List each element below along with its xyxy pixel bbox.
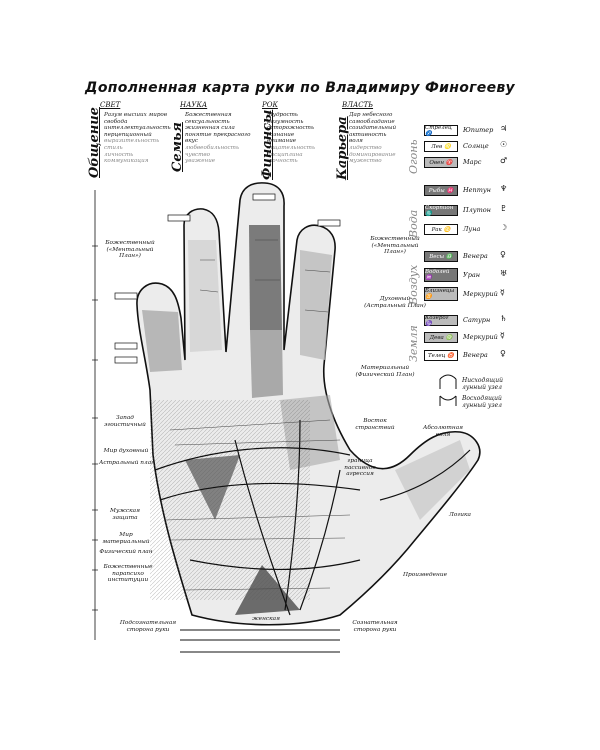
element-label-vozdukh: Воздух xyxy=(407,264,420,305)
legend-box-bliznetsy: Близнецы ♊ xyxy=(424,287,458,301)
legend-box-telets: Телец ♉ xyxy=(424,350,458,361)
legend-planet-luna: Луна xyxy=(463,225,481,233)
legend-planet-mars: Марс xyxy=(463,158,482,166)
legend-planet-merkury-2: Меркурий xyxy=(463,333,498,341)
legend-box-strelets: Стрелец ♐ xyxy=(424,125,458,137)
element-label-voda: Вода xyxy=(407,209,420,238)
legend-box-rak: Рак ♋ xyxy=(424,224,458,235)
legend-planet-uran: Уран xyxy=(463,271,481,279)
label-bozhestvenny: Божественный(«Ментальный План») xyxy=(105,240,155,260)
legend-box-ryby: Рыбы ♓ xyxy=(424,185,458,196)
uranus-symbol-icon: ♅ xyxy=(500,269,508,278)
neptune-symbol-icon: ♆ xyxy=(500,184,508,193)
label-dukhovny-astralny: Духовный(Астральный План) xyxy=(364,296,426,309)
mars-symbol-icon: ♂ xyxy=(500,156,508,165)
descending-node-mark xyxy=(439,374,457,389)
label-astralny-plan: Астральный план xyxy=(99,460,155,466)
jupiter-symbol-icon: ♃ xyxy=(500,124,508,133)
element-label-zemlya: Земля xyxy=(407,325,420,362)
middle-finger-mid-zone xyxy=(250,330,283,398)
middle-finger-dark-zone xyxy=(249,225,282,330)
page-title: Дополненная карта руки по Владимиру Фино… xyxy=(85,80,515,96)
label-logika: Логика xyxy=(449,512,471,518)
little-finger-zone xyxy=(142,310,182,372)
thumb-zone xyxy=(395,440,470,520)
palm-minor-lines xyxy=(164,239,351,591)
label-bozhestvenny-right: Божественный(«Ментальный План») xyxy=(370,236,420,256)
element-label-ogon: Огонь xyxy=(407,139,420,174)
label-mir-dukhovny: Мир духовный xyxy=(103,448,149,454)
legend-box-vodoley: Водолей ♒ xyxy=(424,268,458,282)
label-proizvedenie: Произведение xyxy=(402,572,448,578)
index-finger-zone xyxy=(188,240,222,352)
header-rok: РОК xyxy=(262,101,278,109)
mercury-symbol-icon: ☿ xyxy=(500,288,505,297)
legend-box-kozerog: Козерог ♑ xyxy=(424,315,458,327)
legend-planet-merkury-1: Меркурий xyxy=(463,290,498,298)
moon-symbol-icon: ☽ xyxy=(500,223,508,232)
finger-tag-boxes xyxy=(114,193,341,364)
legend-planet-venera-2: Венера xyxy=(463,351,488,359)
wrist-bands xyxy=(180,629,340,653)
legend-planet-solntse: Солнце xyxy=(463,142,489,150)
legend-box-vesy: Весы ♎ xyxy=(424,251,458,262)
legend-box-oven: Овен ♈ xyxy=(424,157,458,168)
header-nauka: НАУКА xyxy=(180,101,208,109)
palm-lines xyxy=(154,419,471,616)
legend-planet-neptun: Нептун xyxy=(463,186,491,194)
legend-box-deva: Дева ♍ xyxy=(424,332,458,343)
venus-2-symbol-icon: ♀ xyxy=(500,349,506,358)
legend-planet-venera: Венера xyxy=(463,252,488,260)
label-fizichesky-plan: Физический план xyxy=(99,549,153,555)
sun-symbol-icon: ☉ xyxy=(500,140,508,149)
label-materialny-fizichesky: Материальный(Физический План) xyxy=(355,365,415,378)
legend-box-skorpion: Скорпион ♏ xyxy=(424,205,458,217)
ascending-node-mark xyxy=(439,395,457,406)
legend-planet-saturn: Сатурн xyxy=(463,316,491,324)
legend-planet-pluton: Плутон xyxy=(463,206,491,214)
ring-finger-zone xyxy=(300,250,332,360)
label-zhenskaya: женская xyxy=(252,616,280,622)
header-svet: СВЕТ xyxy=(100,101,121,109)
legend-planet-yupiter: Юпитер xyxy=(463,126,494,134)
legend-box-lev: Лев ♌ xyxy=(424,141,458,152)
pluto-symbol-icon: ♇ xyxy=(500,204,508,213)
mercury-2-symbol-icon: ☿ xyxy=(500,331,505,340)
scale-ticks xyxy=(92,245,98,611)
label-mir-materialny: Мир материальный xyxy=(102,532,150,545)
saturn-symbol-icon: ♄ xyxy=(500,314,508,323)
venus-symbol-icon: ♀ xyxy=(500,250,506,259)
header-vlast: ВЛАСТЬ xyxy=(342,101,374,109)
